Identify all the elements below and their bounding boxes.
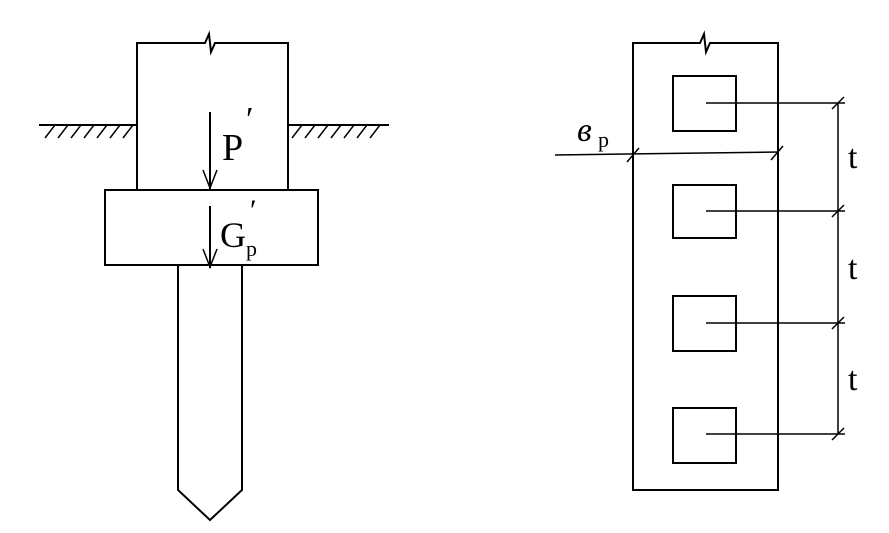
spacing-label-1: t [848, 139, 858, 176]
width-label: в [577, 112, 592, 149]
spacing-label-2: t [848, 250, 858, 287]
plan-outline [632, 30, 779, 491]
load-arrow-p [202, 112, 218, 191]
weight-label-subscript: p [246, 236, 257, 261]
pile-square-4 [672, 407, 737, 464]
width-dimension-line [554, 151, 779, 156]
spacing-label-3: t [848, 361, 858, 398]
pile-cap-plan: t t t в p [554, 30, 858, 491]
pile-extension-lines [706, 102, 845, 435]
load-label-p: P [222, 127, 243, 169]
ground-surface-right [287, 124, 389, 139]
width-label-subscript: p [598, 127, 609, 152]
weight-label-g: G [220, 215, 246, 255]
weight-arrow-g [202, 206, 218, 270]
column-outline [136, 30, 289, 191]
pile-cap [104, 189, 319, 266]
width-dimension-ticks [626, 145, 784, 163]
weight-label-prime: ′ [250, 194, 257, 227]
ground-surface-left [39, 124, 138, 139]
pile-shaft [177, 264, 243, 522]
spacing-dimension-ticks [831, 96, 845, 441]
load-label-prime: ′ [246, 101, 253, 138]
pile-elevation: P ′ G p ′ [39, 30, 389, 522]
